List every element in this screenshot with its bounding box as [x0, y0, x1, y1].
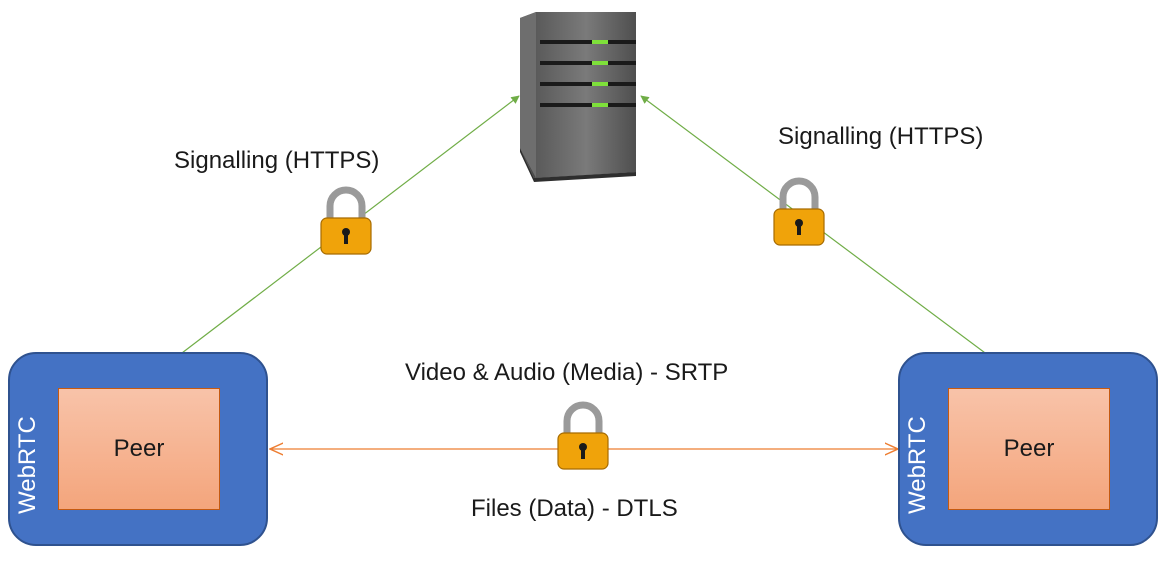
signal-line-right [640, 95, 1029, 386]
padlock-icon [557, 401, 609, 470]
peer-label: Peer [113, 435, 165, 462]
peer-label: Peer [1003, 435, 1055, 462]
signalling-left-label: Signalling (HTTPS) [174, 147, 380, 174]
webrtc-label: WebRTC [14, 416, 41, 514]
media-label: Video & Audio (Media) - SRTP [405, 359, 729, 386]
signalling-right-label: Signalling (HTTPS) [778, 123, 984, 150]
server-icon [520, 12, 636, 182]
webrtc-label: WebRTC [904, 416, 931, 514]
peer-inner-box: Peer [58, 388, 220, 510]
padlock-icon [320, 186, 372, 255]
padlock-icon [773, 177, 825, 246]
peer-left: WebRTC Peer [8, 352, 268, 546]
peer-inner-box: Peer [948, 388, 1110, 510]
peer-right: WebRTC Peer [898, 352, 1158, 546]
data-label: Files (Data) - DTLS [471, 495, 678, 522]
